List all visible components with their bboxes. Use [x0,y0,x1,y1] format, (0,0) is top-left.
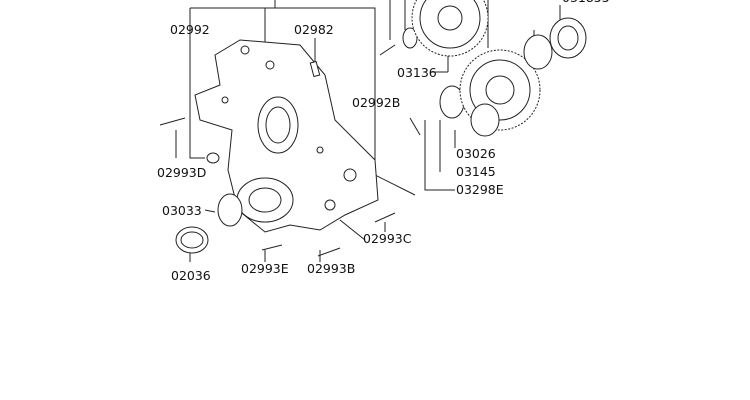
label-03026: 03026 [456,146,496,161]
gear-case [194,39,379,233]
label-03185: 031855 [562,0,610,5]
label-02036: 02036 [171,268,211,283]
label-02993d: 02993D [157,165,206,180]
label-02993c: 02993C [363,231,412,246]
label-03298e: 03298E [456,182,504,197]
label-03136: 03136 [397,65,437,80]
label-03145: 03145 [456,164,496,179]
label-02992: 02992 [170,22,210,37]
small-parts [159,27,465,257]
label-03033: 03033 [162,203,202,218]
label-02993b: 02993B [307,261,355,276]
label-02992b: 02992B [352,95,400,110]
label-02982: 02982 [294,22,334,37]
gears [411,0,587,137]
label-02993e: 02993E [241,261,289,276]
part-labels: 02992 02982 02992B 03136 031855 02993D 0… [157,0,610,283]
